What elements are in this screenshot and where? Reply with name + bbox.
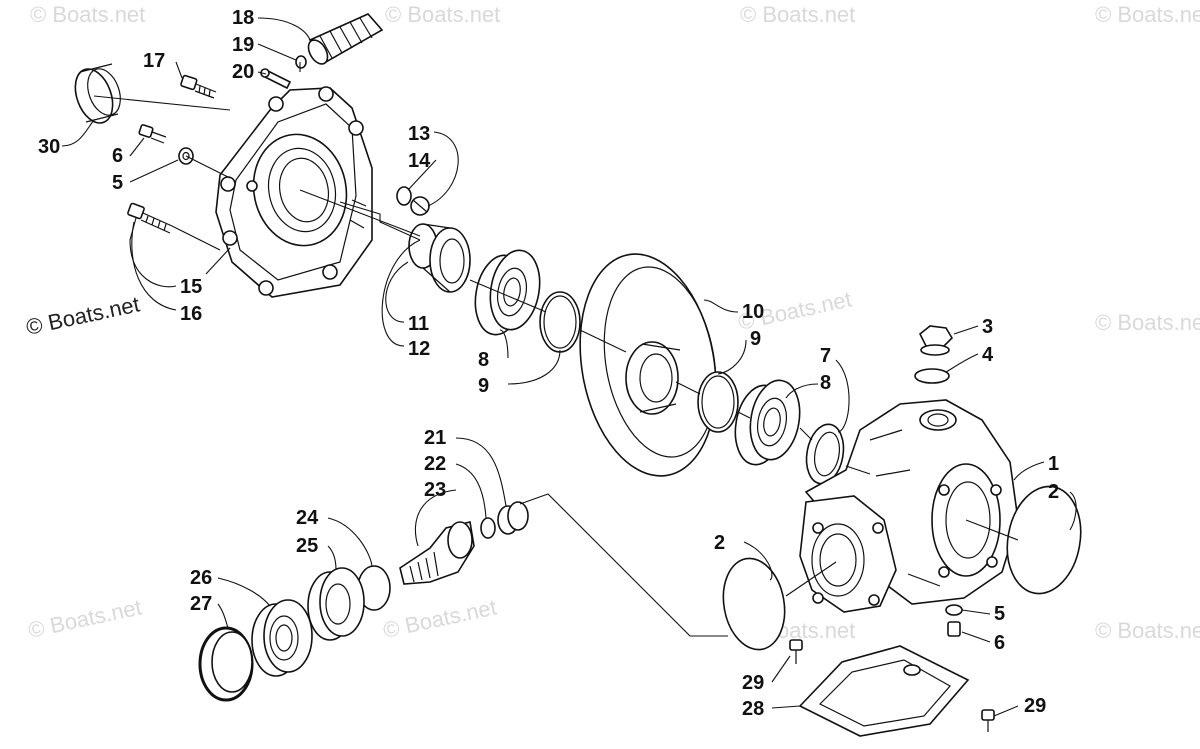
part-15-bolt [127, 202, 173, 234]
part-26-bearing [251, 599, 313, 677]
callout-25: 25 [296, 535, 318, 557]
watermark-right-mid: © Boats.net [1095, 310, 1200, 335]
watermark-top-left: © Boats.net [30, 2, 145, 27]
watermark-top-right: © Boats.net [740, 2, 855, 27]
part-28-skid-plate [798, 645, 970, 737]
callout-3: 3 [982, 316, 993, 338]
callout-2-left: 2 [714, 532, 725, 554]
part-6-bolt-right [947, 621, 961, 637]
part-9-ring-lower [697, 371, 739, 433]
callout-10: 10 [742, 301, 764, 323]
callout-14: 14 [408, 150, 431, 172]
callout-30: 30 [38, 136, 60, 158]
callout-29-lower: 29 [1024, 695, 1046, 717]
watermark-top-mid: © Boats.net [385, 2, 500, 27]
callout-6-left: 6 [112, 145, 123, 167]
part-5-washer-right [945, 604, 963, 616]
part-13-plug [410, 196, 430, 216]
callout-labels: 18 19 20 17 30 6 5 15 16 13 14 11 12 8 9… [38, 7, 1059, 720]
part-9-ring-upper [539, 291, 581, 353]
callout-15: 15 [180, 276, 202, 298]
watermark-bottom-mid: © Boats.net [381, 594, 499, 642]
part-23-pinion [399, 521, 475, 585]
callout-21: 21 [424, 427, 446, 449]
callout-6-right: 6 [994, 632, 1005, 654]
callout-5-left: 5 [112, 172, 123, 194]
part-22-washer [480, 517, 496, 539]
part-29-bolt-upper [789, 639, 803, 664]
callout-1: 1 [1048, 453, 1059, 475]
callout-16: 16 [180, 303, 202, 325]
callout-11: 11 [408, 313, 429, 335]
callout-4: 4 [982, 344, 994, 366]
watermark-top-far-right: © Boats.net [1095, 2, 1200, 27]
callout-2-right: 2 [1048, 481, 1059, 503]
part-2-gasket-left [722, 557, 786, 651]
callout-23: 23 [424, 479, 446, 501]
part-8-bearing-lower [734, 379, 801, 466]
callout-9-lower: 9 [750, 328, 761, 350]
callout-29-upper: 29 [742, 672, 764, 694]
part-14-oring [396, 186, 412, 206]
part-10-ring-gear [579, 253, 717, 477]
callout-13: 13 [408, 123, 430, 145]
part-20-pin [260, 68, 292, 90]
part-6-bolt-left [138, 124, 167, 144]
part-27-seal [198, 626, 254, 702]
part-3-plug [918, 325, 954, 356]
watermark-bottom-left: © Boats.net [26, 594, 144, 642]
part-case-cover [215, 86, 373, 298]
part-18-boot [307, 13, 384, 65]
callout-24: 24 [296, 507, 319, 529]
part-25-bearing [307, 567, 365, 641]
callout-9-upper: 9 [478, 375, 489, 397]
part-11-seal [408, 223, 471, 293]
brand-watermark: © Boats.net [24, 291, 142, 339]
callout-18: 18 [232, 7, 254, 29]
part-29-bolt-lower [981, 709, 995, 732]
callout-22: 22 [424, 453, 446, 475]
callout-7: 7 [820, 345, 831, 367]
callout-19: 19 [232, 34, 254, 56]
callout-26: 26 [190, 567, 212, 589]
leader-lines [61, 17, 1077, 717]
callout-17: 17 [143, 50, 165, 72]
callout-8-lower: 8 [820, 372, 831, 394]
watermark-bottom-far-right: © Boats.net [1095, 618, 1200, 643]
callout-12: 12 [408, 338, 430, 360]
part-21-bearing [497, 501, 529, 535]
part-drawings [74, 13, 1082, 737]
part-17-bolt [180, 74, 217, 99]
callout-8-upper: 8 [478, 349, 489, 371]
part-4-oring [914, 368, 950, 384]
part-19-clip [295, 55, 307, 69]
part-2-gasket-right [1006, 485, 1082, 595]
callout-28: 28 [742, 698, 764, 720]
callout-5-right: 5 [994, 603, 1005, 625]
part-8-bearing-upper [474, 249, 541, 336]
callout-27: 27 [190, 593, 212, 615]
callout-20: 20 [232, 61, 254, 83]
